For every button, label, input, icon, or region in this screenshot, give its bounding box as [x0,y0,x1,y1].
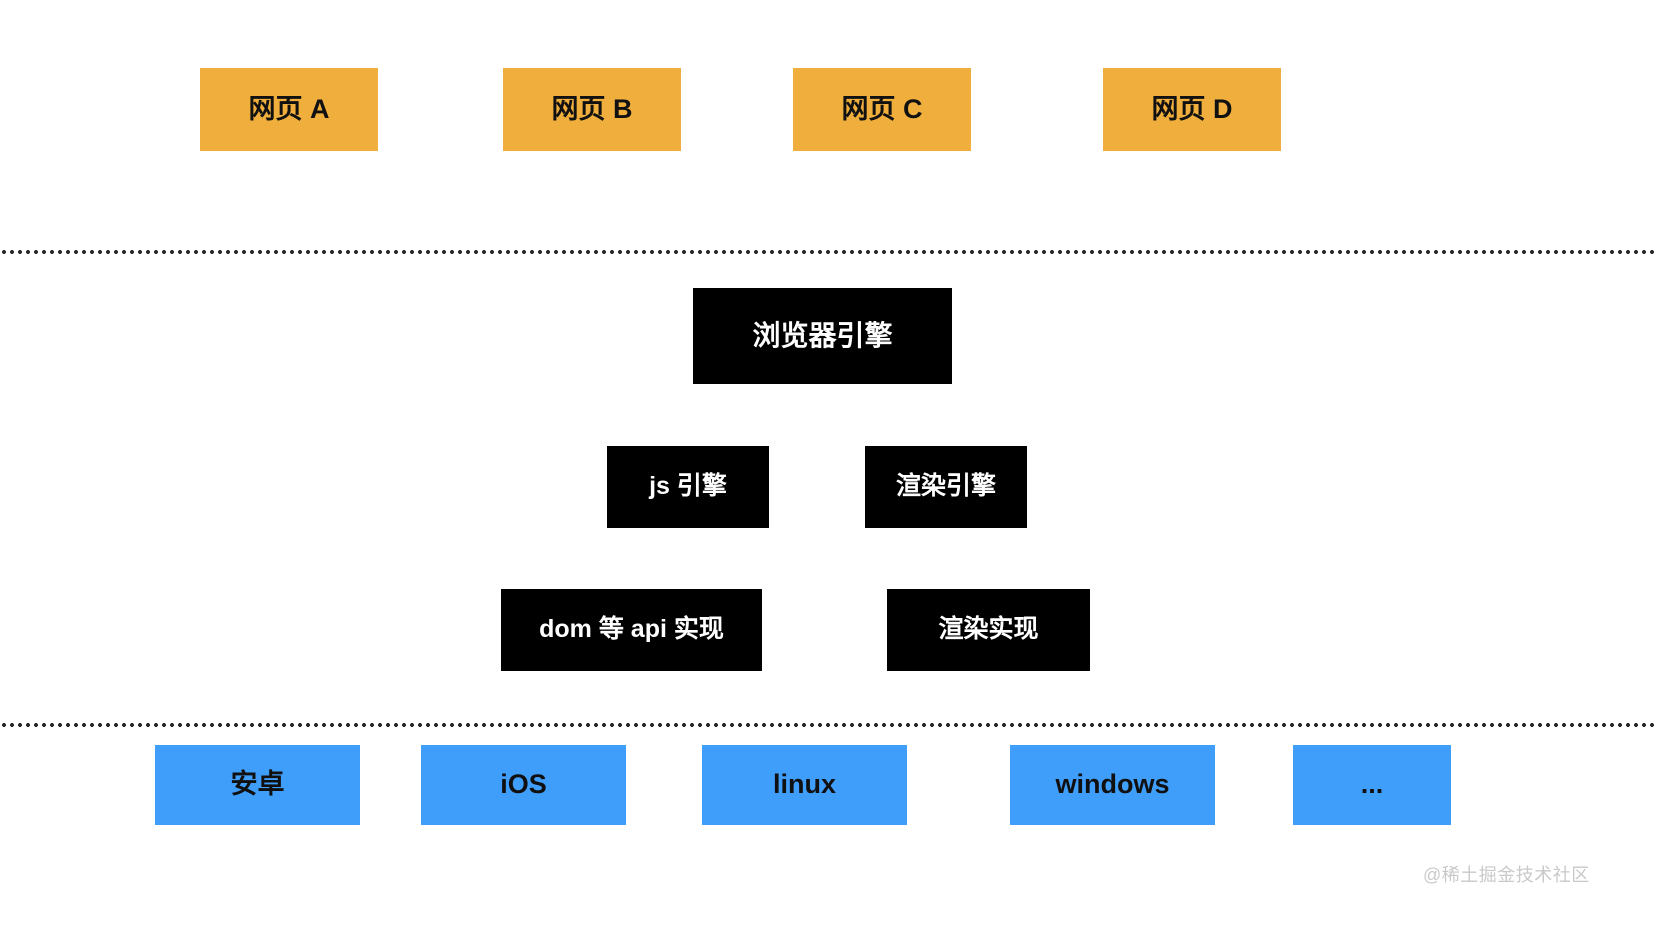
web-page-box-b: 网页 B [503,68,681,151]
os-box-ios: iOS [421,745,626,825]
os-box-windows: windows [1010,745,1215,825]
watermark: @稀土掘金技术社区 [1423,865,1590,885]
divider-bottom [0,723,1656,727]
os-box-android: 安卓 [155,745,360,825]
render-impl-box: 渲染实现 [887,589,1090,671]
web-page-box-a: 网页 A [200,68,378,151]
js-engine-box: js 引擎 [607,446,769,528]
os-box-more: ... [1293,745,1451,825]
render-engine-box: 渲染引擎 [865,446,1027,528]
web-page-box-d: 网页 D [1103,68,1281,151]
os-box-linux: linux [702,745,907,825]
web-page-box-c: 网页 C [793,68,971,151]
dom-api-impl-box: dom 等 api 实现 [501,589,762,671]
divider-top [0,250,1656,254]
browser-engine-box: 浏览器引擎 [693,288,952,384]
